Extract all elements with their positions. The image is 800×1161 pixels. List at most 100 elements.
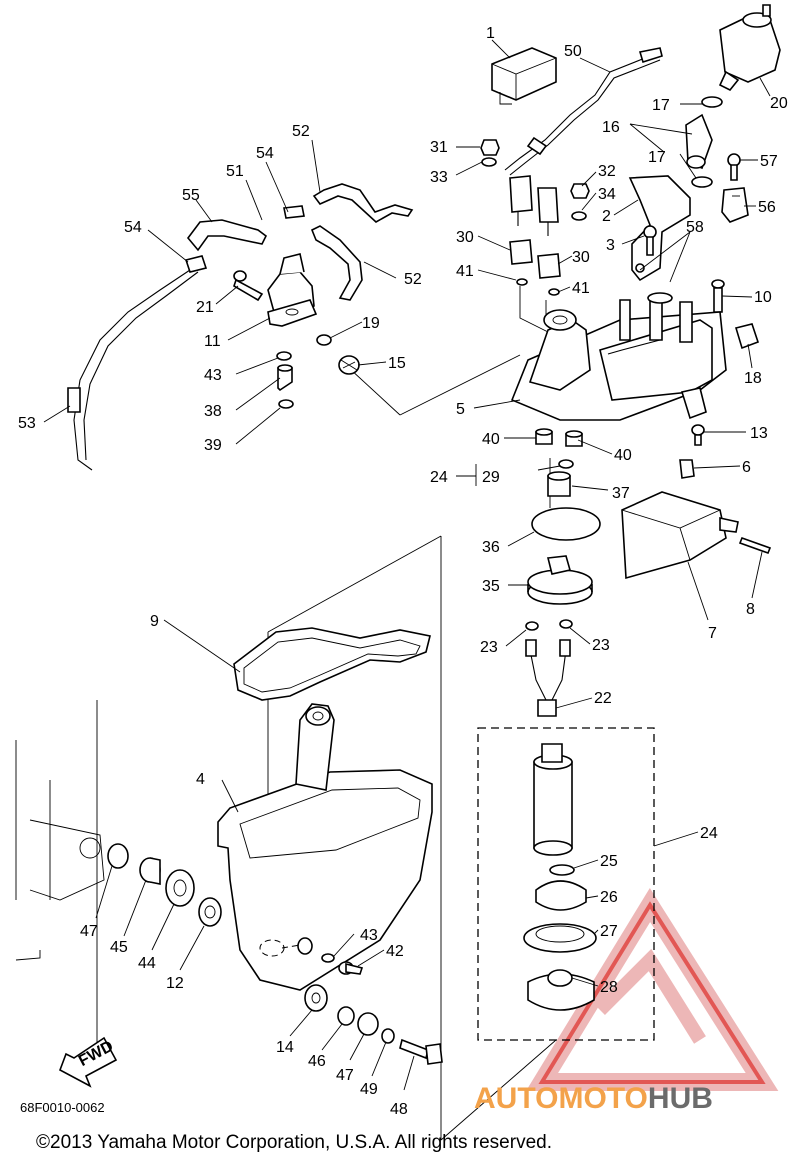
callout-57: 57 xyxy=(760,153,778,170)
callout-17: 17 xyxy=(652,97,670,114)
part-washer-47b xyxy=(357,1012,379,1036)
part-washer-49 xyxy=(381,1028,395,1044)
callout-33: 33 xyxy=(430,169,448,186)
callout-42: 42 xyxy=(386,943,404,960)
callout-8: 8 xyxy=(746,601,755,618)
callout-26: 26 xyxy=(600,889,618,906)
callout-54: 54 xyxy=(124,219,142,236)
part-pump-parts-26-28 xyxy=(523,880,597,1011)
part-vapor-separator-cover xyxy=(510,292,727,421)
part-bolt-48 xyxy=(399,1038,443,1065)
callout-17: 17 xyxy=(648,149,666,166)
part-washer-47a xyxy=(107,843,129,869)
part-oring-29 xyxy=(558,459,574,469)
callout-48: 48 xyxy=(390,1101,408,1118)
callout-51: 51 xyxy=(226,163,244,180)
callout-25: 25 xyxy=(600,853,618,870)
callout-47: 47 xyxy=(336,1067,354,1084)
callout-leaders xyxy=(43,39,771,1091)
callout-10: 10 xyxy=(754,289,772,306)
callout-47: 47 xyxy=(80,923,98,940)
watermark-text-part2: HUB xyxy=(648,1082,713,1115)
part-oring-41b xyxy=(548,288,560,296)
callout-55: 55 xyxy=(182,187,200,204)
part-holder-35 xyxy=(527,555,593,605)
part-gasket-9 xyxy=(233,627,431,701)
callout-50: 50 xyxy=(564,43,582,60)
callout-30: 30 xyxy=(456,229,474,246)
part-screw-3 xyxy=(643,225,657,256)
diagram-code: 68F0010-0062 xyxy=(20,1100,105,1115)
callout-28: 28 xyxy=(600,979,618,996)
part-fuel-pump-24 xyxy=(533,743,575,876)
callout-43: 43 xyxy=(360,927,378,944)
callout-37: 37 xyxy=(612,485,630,502)
part-oring-41a xyxy=(516,278,528,286)
callout-34: 34 xyxy=(598,186,616,203)
callout-46: 46 xyxy=(308,1053,326,1070)
callout-39: 39 xyxy=(204,437,222,454)
part-hoses-left xyxy=(67,183,414,471)
part-oring-19 xyxy=(316,334,332,346)
callout-21: 21 xyxy=(196,299,214,316)
part-grommets-40 xyxy=(535,428,583,447)
callout-22: 22 xyxy=(594,690,612,707)
callout-13: 13 xyxy=(750,425,768,442)
callout-16: 16 xyxy=(602,119,620,136)
callout-19: 19 xyxy=(362,315,380,332)
callout-9: 9 xyxy=(150,613,159,630)
part-clip-6 xyxy=(679,459,695,479)
part-screw-13 xyxy=(691,424,705,446)
callout-49: 49 xyxy=(360,1081,378,1098)
part-oring-23a xyxy=(525,621,539,631)
part-pin-8 xyxy=(738,536,772,555)
callout-23: 23 xyxy=(480,639,498,656)
callout-52: 52 xyxy=(292,123,310,140)
callout-40: 40 xyxy=(482,431,500,448)
callout-6: 6 xyxy=(742,459,751,476)
callout-43: 43 xyxy=(204,367,222,384)
part-oring-23b xyxy=(559,619,573,629)
callout-29: 29 xyxy=(482,469,500,486)
part-clamp-56 xyxy=(721,187,749,223)
fwd-arrow-icon xyxy=(59,1036,118,1088)
callout-36: 36 xyxy=(482,539,500,556)
part-filter-15 xyxy=(338,355,360,375)
part-bolt-10 xyxy=(711,279,725,313)
watermark-text: AUTOMOTOHUB xyxy=(474,1082,713,1115)
callout-12: 12 xyxy=(166,975,184,992)
part-screw-57 xyxy=(727,153,741,181)
part-oring-36 xyxy=(531,507,601,541)
callout-41: 41 xyxy=(572,280,590,297)
callout-7: 7 xyxy=(708,625,717,642)
part-joint-38 xyxy=(277,364,293,392)
part-collar-45 xyxy=(139,857,161,885)
guide-lines xyxy=(96,286,557,1141)
part-washer-43a xyxy=(276,351,292,361)
part-grommet-12 xyxy=(198,897,222,927)
callout-3: 3 xyxy=(606,237,615,254)
callout-1: 1 xyxy=(486,25,495,42)
callout-45: 45 xyxy=(110,939,128,956)
callout-58: 58 xyxy=(686,219,704,236)
part-oring-39 xyxy=(278,399,294,409)
callout-31: 31 xyxy=(430,139,448,156)
callout-11: 11 xyxy=(204,333,221,350)
part-connector-30 xyxy=(509,239,561,279)
part-electrical-box-7 xyxy=(621,491,739,580)
part-grommet-14 xyxy=(304,984,328,1012)
callout-4: 4 xyxy=(196,771,205,788)
part-fuel-pump-11 xyxy=(267,253,318,327)
callout-24: 24 xyxy=(700,825,718,842)
part-cap-18 xyxy=(734,323,760,350)
part-pump-lead-22 xyxy=(525,639,571,717)
callout-15: 15 xyxy=(388,355,406,372)
part-engine-side-outline xyxy=(15,740,105,961)
callout-38: 38 xyxy=(204,403,222,420)
callout-41: 41 xyxy=(456,263,474,280)
callout-52: 52 xyxy=(404,271,422,288)
callout-24: 24 xyxy=(430,469,448,486)
